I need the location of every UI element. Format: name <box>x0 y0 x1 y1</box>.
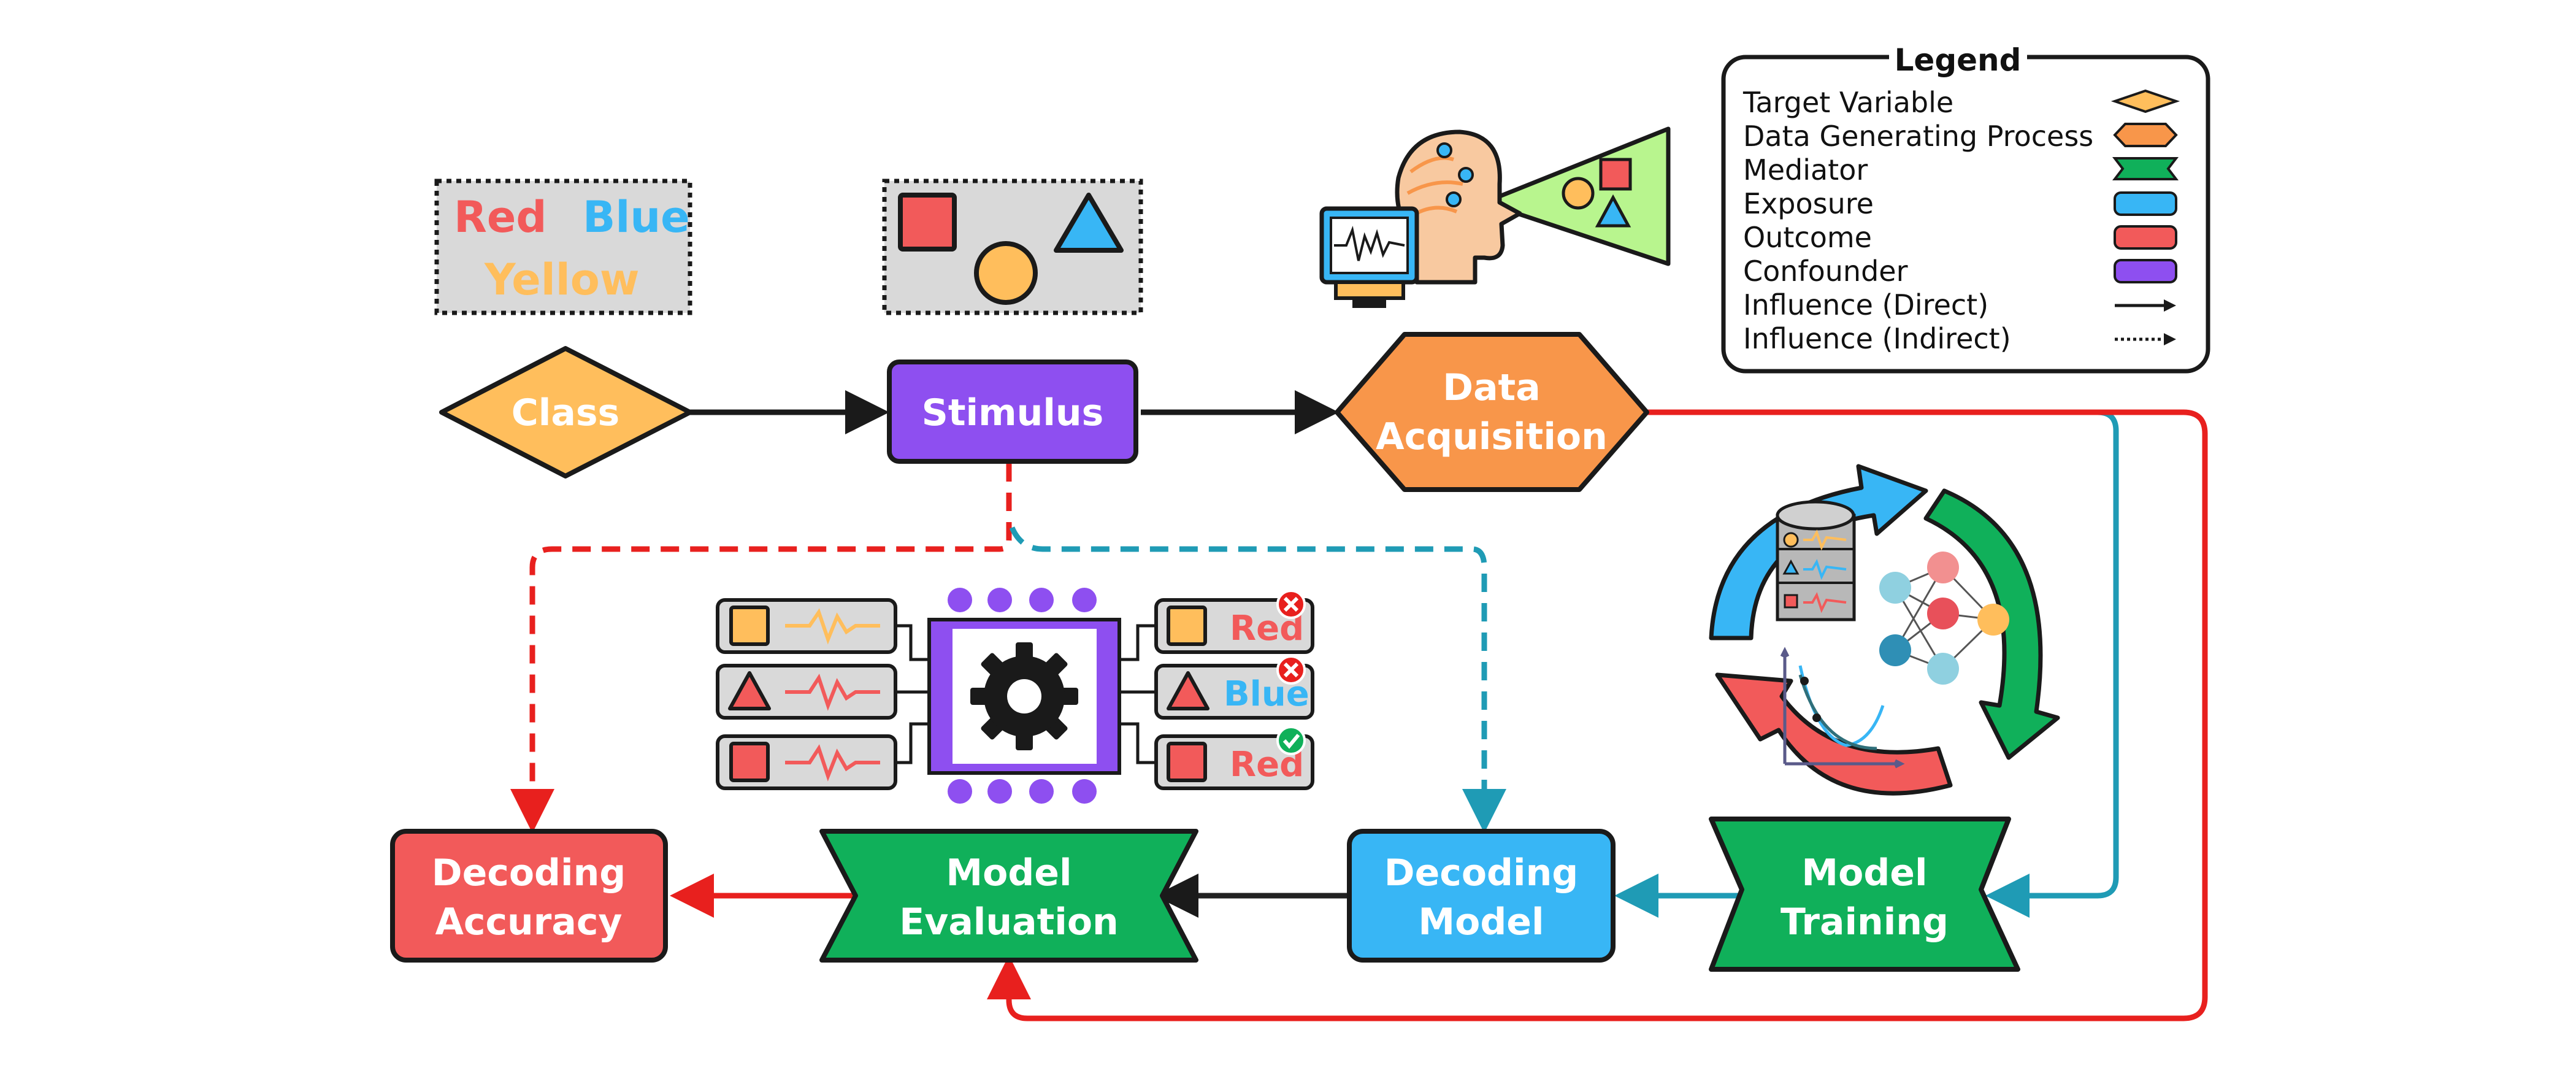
decoding-model-rect <box>1347 829 1616 963</box>
class-word-blue: Blue <box>583 192 690 242</box>
legend-title: Legend <box>1895 42 2022 78</box>
data-acquisition-label-line1: Data <box>1443 366 1540 409</box>
decoding-accuracy-label-line2: Accuracy <box>435 901 622 944</box>
input-card-1 <box>716 598 897 654</box>
node-decoding-model: Decoding Model <box>1347 829 1616 963</box>
legend-label-confounder: Confounder <box>1743 255 1908 288</box>
edge-stimulus-decoding-model <box>1009 526 1506 833</box>
orange-square-icon <box>729 606 770 646</box>
node-model-evaluation: Model Evaluation <box>819 829 1198 963</box>
model-evaluation-bowtie <box>819 829 1198 963</box>
output-card-1: Red <box>1154 590 1314 654</box>
legend-label-mediator: Mediator <box>1743 153 1868 186</box>
legend-swatch-hexagon <box>2113 123 2178 147</box>
model-evaluation-label-line1: Model <box>946 852 1071 894</box>
stimulus-label: Stimulus <box>922 391 1104 434</box>
class-words-box: Red Blue Yellow <box>434 179 692 315</box>
red-square-icon <box>898 193 957 252</box>
monitor-base <box>1334 280 1405 300</box>
cycle-arrow-green <box>1923 488 2060 760</box>
class-word-red: Red <box>454 192 546 242</box>
red-triangle-icon <box>728 671 771 710</box>
electrode-3 <box>1446 191 1462 207</box>
stimulus-shapes-box <box>882 179 1143 315</box>
training-cycle-illustration <box>1709 464 2060 796</box>
node-stimulus: Stimulus <box>887 360 1138 464</box>
model-evaluation-label-line2: Evaluation <box>899 901 1119 944</box>
data-acquisition-hexagon <box>1335 332 1649 492</box>
node-data-acquisition: Data Acquisition <box>1335 332 1649 492</box>
node-decoding-accuracy: Decoding Accuracy <box>390 829 668 963</box>
edge-data-acquisition-model-evaluation <box>987 409 2208 1021</box>
stimulus-rect <box>887 360 1138 464</box>
red-square-icon <box>1167 742 1207 782</box>
node-class: Class <box>439 346 692 479</box>
legend-swatch-bowtie <box>2112 157 2179 180</box>
legend-swatch-diamond <box>2110 89 2180 113</box>
loss-plot-icon <box>1780 647 1905 769</box>
legend: Legend Target Variable Data Generating P… <box>1721 42 2210 374</box>
edge-stimulus-decoding-accuracy <box>510 463 1012 833</box>
decoding-model-label-line2: Model <box>1418 901 1544 944</box>
class-diamond-shape <box>439 346 692 479</box>
cone-blue-triangle-icon <box>1595 194 1631 228</box>
blue-triangle-icon <box>1054 193 1124 253</box>
cone-red-square-icon <box>1599 158 1632 191</box>
database-icon <box>1776 500 1856 621</box>
electrode-1 <box>1436 142 1452 158</box>
legend-label-influence-indirect: Influence (Indirect) <box>1743 322 2011 355</box>
neural-network-icon <box>1879 552 2009 685</box>
node-model-training: Model Training <box>1709 817 2020 972</box>
legend-swatch-exposure <box>2114 191 2177 216</box>
data-acquisition-label-line2: Acquisition <box>1376 415 1608 458</box>
decoding-accuracy-rect <box>390 829 668 963</box>
legend-title-bg <box>1889 43 2027 74</box>
yellow-circle-icon <box>974 241 1038 305</box>
cycle-arrow-blue <box>1709 464 1928 640</box>
cone-yellow-circle-icon <box>1562 177 1595 210</box>
gear-icon <box>970 642 1078 750</box>
eeg-viewer-illustration <box>1319 126 1671 308</box>
legend-label-influence-direct: Influence (Direct) <box>1743 288 1988 321</box>
input-card-2 <box>716 664 897 720</box>
model-training-label-line1: Model <box>1801 852 1927 894</box>
signal-wave <box>785 608 880 645</box>
red-triangle-icon <box>1167 671 1209 710</box>
evaluation-illustration: Red Blue Red <box>716 588 1314 804</box>
class-label: Class <box>512 391 620 434</box>
output-card-2: Blue <box>1154 655 1314 720</box>
model-training-label-line2: Training <box>1781 901 1949 944</box>
chip-connectors-left <box>895 624 929 764</box>
electrode-2 <box>1458 167 1474 183</box>
red-square-icon <box>729 742 770 782</box>
monitor-stand <box>1352 298 1386 308</box>
orange-square-icon <box>1167 606 1207 646</box>
class-word-yellow: Yellow <box>484 255 640 305</box>
class-words-frame <box>434 179 692 315</box>
legend-label-outcome: Outcome <box>1743 221 1872 254</box>
input-card-3 <box>716 734 897 790</box>
signal-wave <box>785 674 880 711</box>
edges <box>510 390 2208 1021</box>
legend-label-target-variable: Target Variable <box>1742 86 1953 119</box>
chip-connectors-right <box>1119 624 1156 764</box>
check-icon <box>1276 726 1306 755</box>
legend-swatch-outcome <box>2114 225 2177 250</box>
chip-pins <box>948 588 1097 804</box>
model-training-bowtie <box>1709 817 2020 972</box>
legend-swatch-confounder <box>2114 259 2177 283</box>
legend-label-data-generating-process: Data Generating Process <box>1743 120 2093 153</box>
signal-wave <box>785 744 880 782</box>
eeg-wave <box>1334 226 1405 261</box>
decoding-accuracy-label-line1: Decoding <box>432 852 626 894</box>
output-card-3: Red <box>1154 726 1314 790</box>
legend-label-exposure: Exposure <box>1743 187 1874 220</box>
decoding-model-label-line1: Decoding <box>1384 852 1578 894</box>
